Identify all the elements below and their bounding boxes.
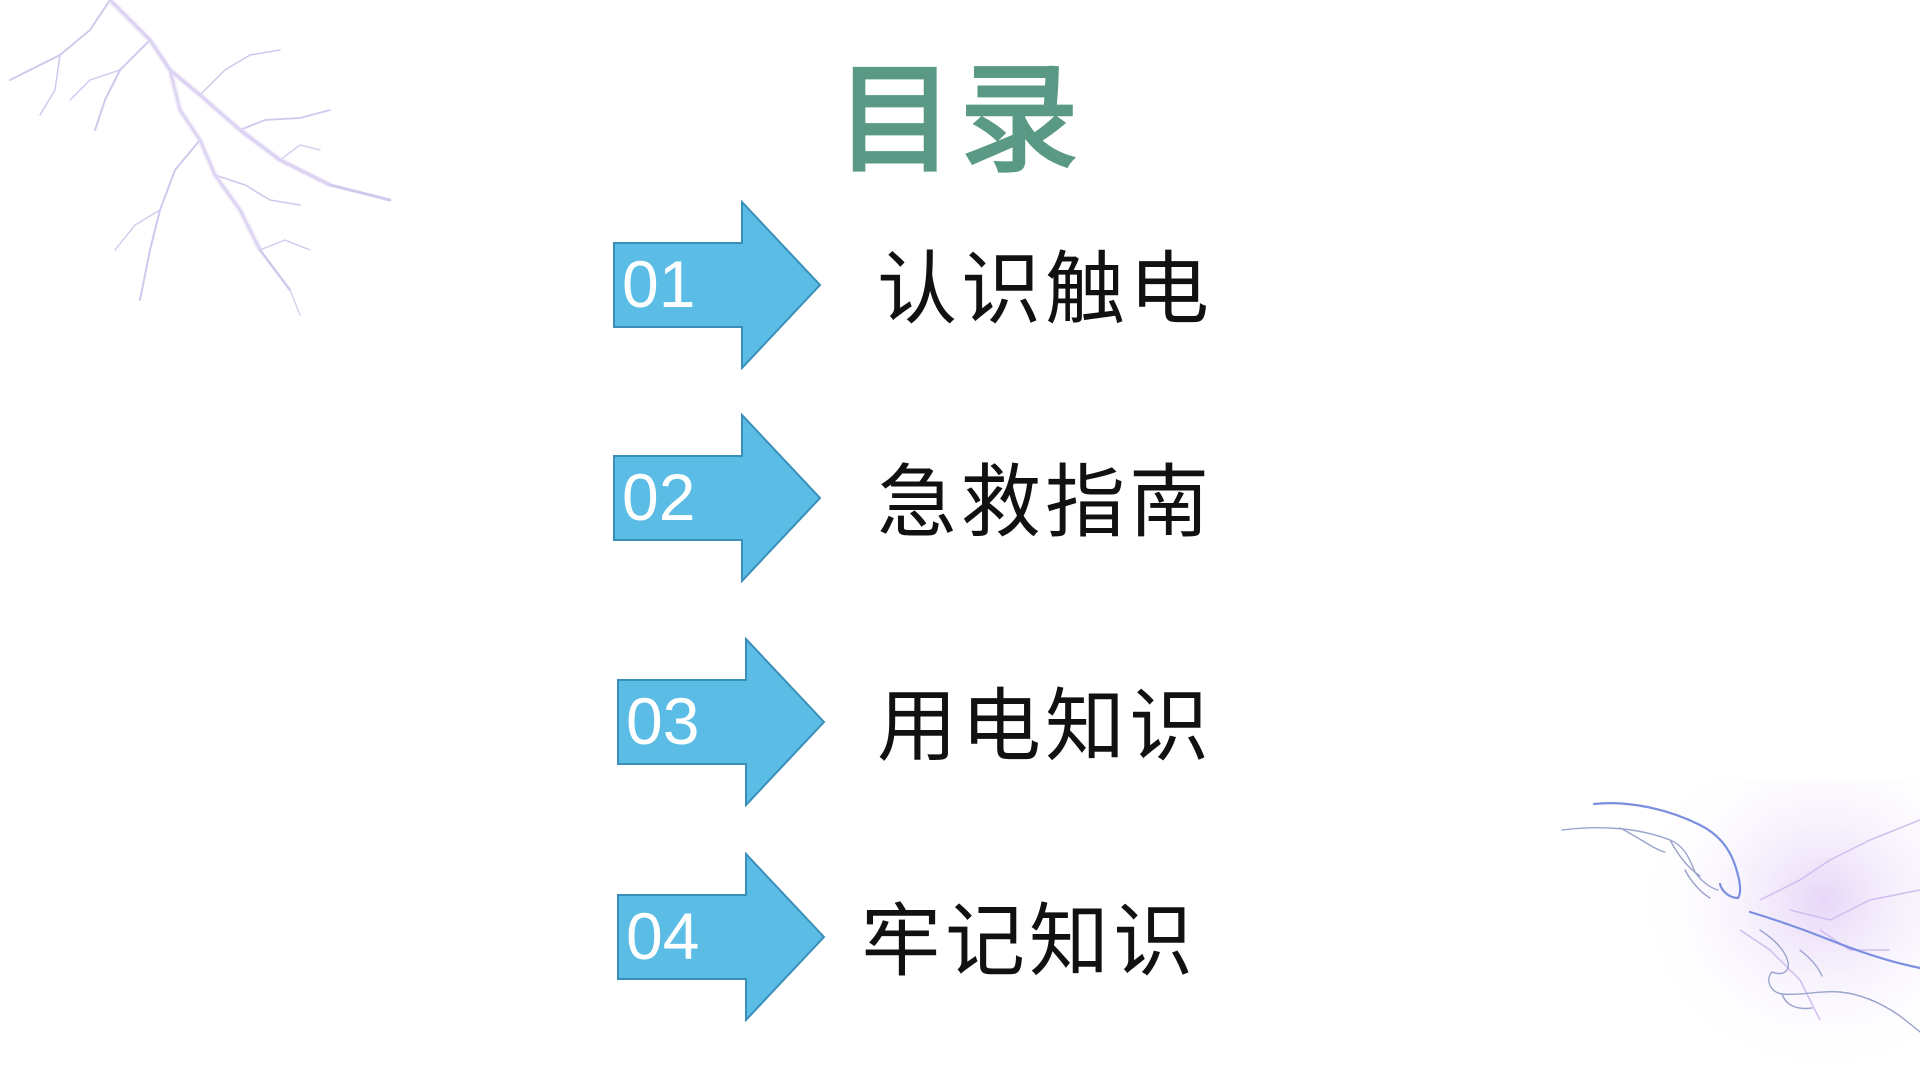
item-label: 用电知识 <box>877 680 1213 773</box>
arrow-icon <box>617 852 826 1022</box>
touching-hands-icon <box>1561 780 1920 1080</box>
list-item[interactable]: 04 牢记知识 <box>616 852 1256 1022</box>
list-item[interactable]: 03 用电知识 <box>616 637 1256 807</box>
arrow-icon <box>613 200 822 370</box>
arrow-icon <box>613 413 822 583</box>
item-number: 03 <box>626 684 700 758</box>
item-label: 急救指南 <box>877 456 1213 549</box>
page-title: 目录 <box>835 50 1084 189</box>
item-number: 01 <box>622 247 696 321</box>
item-label: 认识触电 <box>877 243 1213 336</box>
list-item[interactable]: 01 认识触电 <box>612 200 1252 370</box>
arrow-icon <box>617 637 826 807</box>
list-item[interactable]: 02 急救指南 <box>612 413 1252 583</box>
item-number: 02 <box>622 460 696 534</box>
item-label: 牢记知识 <box>861 895 1197 988</box>
item-number: 04 <box>626 899 700 973</box>
